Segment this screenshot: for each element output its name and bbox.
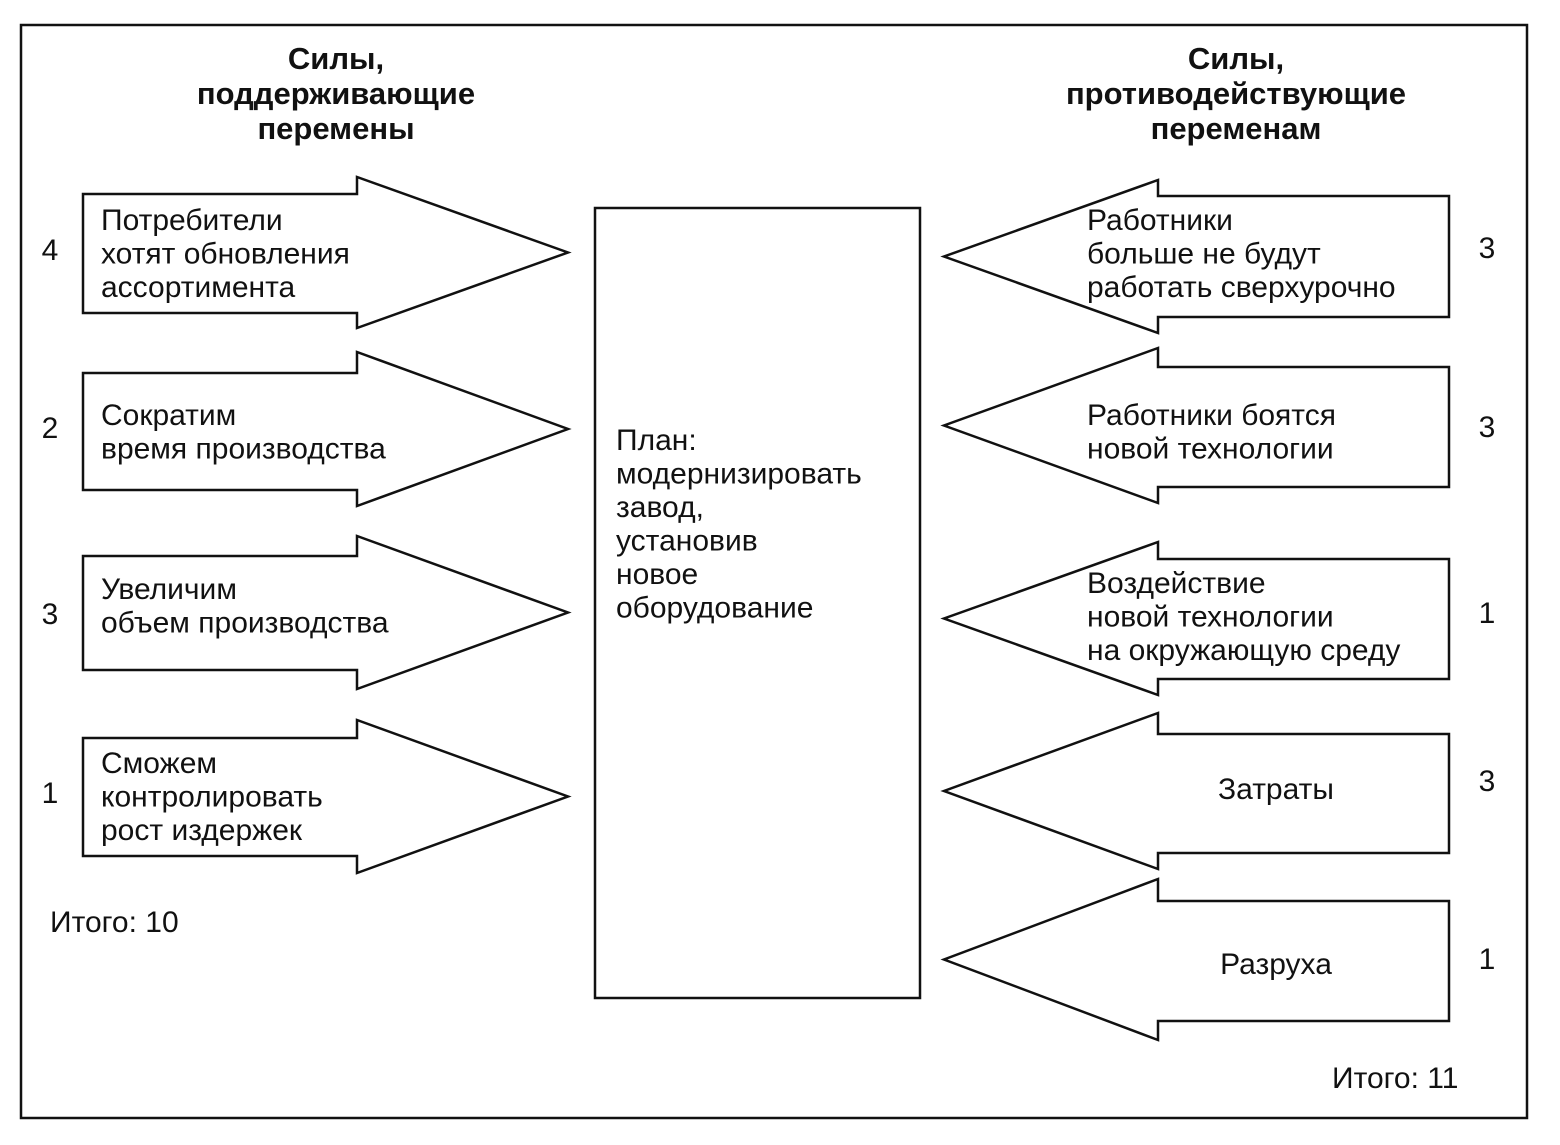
- restraining-force-4: Затраты 3: [940, 711, 1496, 871]
- driving-force-score: 1: [42, 777, 59, 810]
- driving-force-label-line: хотят обновления: [101, 238, 350, 271]
- plan-text-line: оборудование: [616, 592, 813, 625]
- restraining-force-score: 3: [1479, 765, 1496, 798]
- restraining-force-score: 1: [1479, 943, 1496, 976]
- restraining-force-label-line: работать сверхурочно: [1087, 271, 1396, 304]
- restraining-force-score: 1: [1479, 597, 1496, 630]
- driving-force-label-line: время производства: [101, 433, 386, 466]
- plan-text-line: завод,: [616, 491, 704, 524]
- left-total: Итого: 10: [50, 906, 179, 939]
- driving-force-label-line: ассортимента: [101, 271, 296, 304]
- left-title-line: Силы,: [288, 41, 384, 76]
- driving-force-label-line: Сможем: [101, 747, 217, 780]
- driving-force-label-line: объем производства: [101, 607, 389, 640]
- driving-force-score: 3: [42, 598, 59, 631]
- restraining-force-label-line: Воздействие: [1087, 567, 1266, 600]
- driving-force-label-line: Увеличим: [101, 573, 237, 606]
- left-title-line: перемены: [257, 111, 414, 146]
- restraining-force-label-line: больше не будут: [1087, 238, 1321, 271]
- right-total: Итого: 11: [1332, 1062, 1458, 1095]
- restraining-force-label: Затраты: [1218, 773, 1334, 806]
- right-arrow-shape: [81, 718, 572, 875]
- restraining-force-5: Разруха 1: [940, 877, 1496, 1042]
- left-arrow-shape: [940, 178, 1451, 335]
- right-title-line: Силы,: [1188, 41, 1284, 76]
- right-title-line: противодействующие: [1066, 76, 1406, 111]
- driving-force-score: 4: [42, 234, 59, 267]
- left-arrow-shape: [940, 346, 1451, 505]
- plan-box: [593, 206, 922, 1000]
- left-arrow-shape: [940, 711, 1451, 871]
- restraining-force-label-line: новой технологии: [1087, 433, 1334, 466]
- restraining-force-label-line: Работники: [1087, 204, 1233, 237]
- restraining-force-score: 3: [1479, 232, 1496, 265]
- driving-force-label-line: Сократим: [101, 399, 236, 432]
- restraining-force-label-line: новой технологии: [1087, 601, 1334, 634]
- restraining-force-label-line: Затраты: [1218, 773, 1334, 806]
- driving-force-label-line: Потребители: [101, 204, 283, 237]
- driving-force-score: 2: [42, 412, 59, 445]
- diagram-frame: [19, 23, 1529, 1120]
- restraining-force-score: 3: [1479, 411, 1496, 444]
- driving-force-label-line: контролировать: [101, 781, 323, 814]
- right-arrow-shape: [81, 175, 572, 330]
- plan-text-line: новое: [616, 558, 698, 591]
- right-arrow-shape: [81, 534, 572, 691]
- plan-text-line: План:: [616, 424, 697, 457]
- restraining-force-label: Разруха: [1220, 948, 1332, 981]
- left-arrow-shape: [940, 877, 1451, 1042]
- plan-text-line: модернизировать: [616, 458, 862, 491]
- restraining-force-label-line: Работники боятся: [1087, 399, 1336, 432]
- left-title-line: поддерживающие: [197, 76, 475, 111]
- restraining-force-label-line: Разруха: [1220, 948, 1332, 981]
- driving-force-label-line: рост издержек: [101, 814, 303, 847]
- right-title-line: переменам: [1151, 111, 1322, 146]
- plan-text-line: установив: [616, 525, 758, 558]
- right-arrow-shape: [81, 350, 572, 508]
- left-arrow-shape: [940, 540, 1451, 697]
- restraining-force-label-line: на окружающую среду: [1087, 634, 1400, 667]
